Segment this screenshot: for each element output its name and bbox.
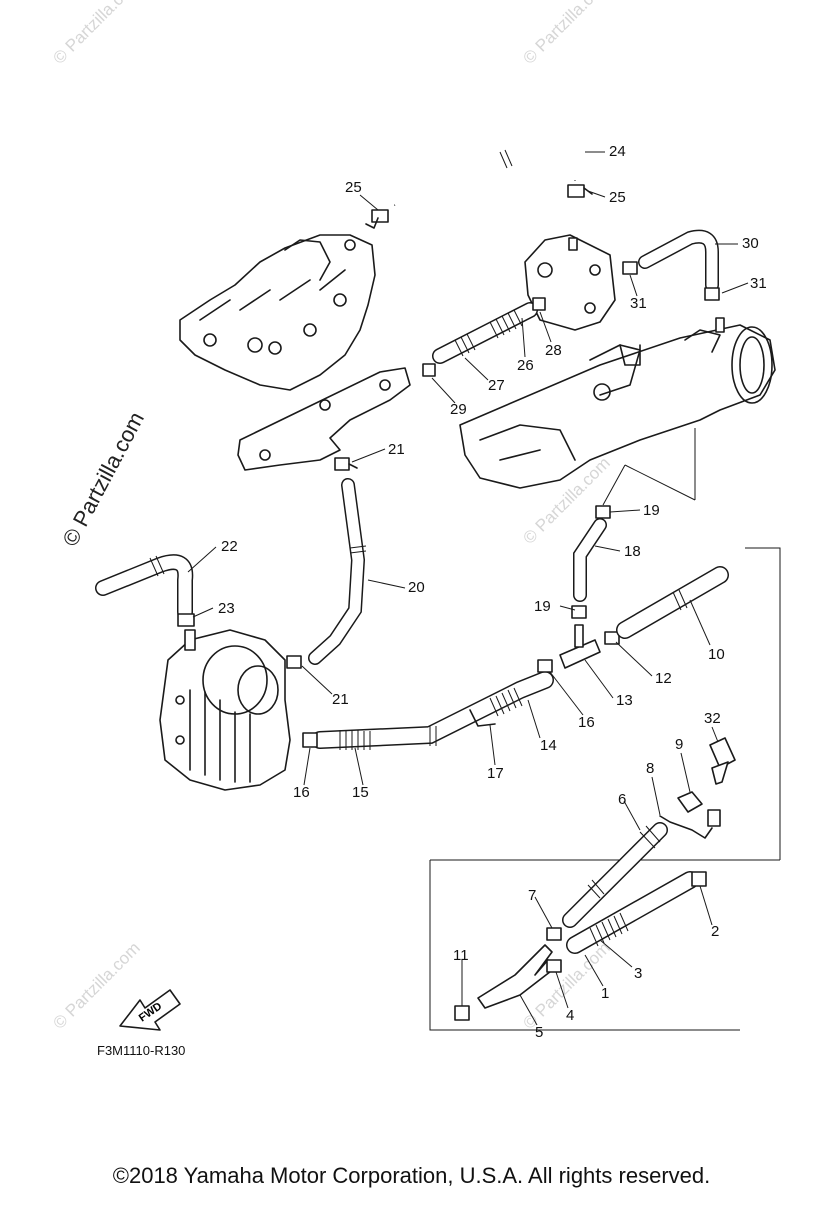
callout-19: 19 [534,598,551,615]
callout-18: 18 [624,543,641,560]
faint-watermark: © Partzilla.com [519,0,613,68]
clamp-21-lower [286,655,302,669]
copyright-notice: ©2018 Yamaha Motor Corporation, U.S.A. A… [112,1163,711,1188]
bracket-plate [524,234,616,331]
pipe-6 [562,822,668,928]
callout-15: 15 [352,784,369,801]
joint-13 [537,624,620,673]
exhaust-manifold [179,234,376,391]
hose-22 [95,554,195,627]
callout-24: 24 [609,143,626,160]
nut-9 [677,791,703,813]
leader-lines [187,151,749,1026]
manifold-flange [237,367,411,471]
callout-4: 4 [566,1007,574,1024]
callout-21: 21 [388,441,405,458]
clamp-25-right [567,184,593,198]
callout-32: 32 [704,710,721,727]
callout-25: 25 [345,179,362,196]
callout-16: 16 [293,784,310,801]
callout-14: 14 [540,737,557,754]
callout-27: 27 [488,377,505,394]
sensor-32 [709,737,736,785]
wire-8 [659,809,721,839]
hose-26-27 [422,297,546,377]
callout-10: 10 [708,646,725,663]
callout-9: 9 [675,736,683,753]
callout-30: 30 [742,235,759,252]
assembly-bracket-line [429,860,740,1031]
callouts: 24 25 25 30 31 31 26 28 27 29 21 19 18 2… [218,143,767,1041]
clamp-25-left [365,209,389,229]
callout-28: 28 [545,342,562,359]
callout-12: 12 [655,670,672,687]
hose-10 [430,547,781,861]
callout-19: 19 [643,502,660,519]
callout-3: 3 [634,965,642,982]
callout-1: 1 [601,985,609,1002]
callout-26: 26 [517,357,534,374]
callout-13: 13 [616,692,633,709]
hose-20 [308,478,367,665]
callout-22: 22 [221,538,238,555]
hose-15 [302,671,554,750]
hose-3 [566,871,707,954]
hose-24 [392,139,581,211]
callout-17: 17 [487,765,504,782]
callout-8: 8 [646,760,654,777]
callout-2: 2 [711,923,719,940]
callout-16: 16 [578,714,595,731]
y-joint-5 [454,927,562,1021]
callout-31: 31 [750,275,767,292]
fwd-arrow-icon: FWD [119,989,181,1031]
clamp-21-top [334,457,358,471]
callout-29: 29 [450,401,467,418]
faint-watermark: © Partzilla.com [49,0,143,68]
callout-23: 23 [218,600,235,617]
callout-25: 25 [609,189,626,206]
cylinder-block [159,629,291,791]
callout-5: 5 [535,1024,543,1041]
partzilla-watermark: © Partzilla.com [57,408,149,551]
callout-21: 21 [332,691,349,708]
callout-20: 20 [408,579,425,596]
callout-31: 31 [630,295,647,312]
hose-30 [622,229,725,333]
figure-code: F3M1110-R130 [97,1043,185,1058]
callout-6: 6 [618,791,626,808]
callout-11: 11 [453,947,469,964]
callout-7: 7 [528,887,536,904]
exhaust-body [459,324,776,489]
